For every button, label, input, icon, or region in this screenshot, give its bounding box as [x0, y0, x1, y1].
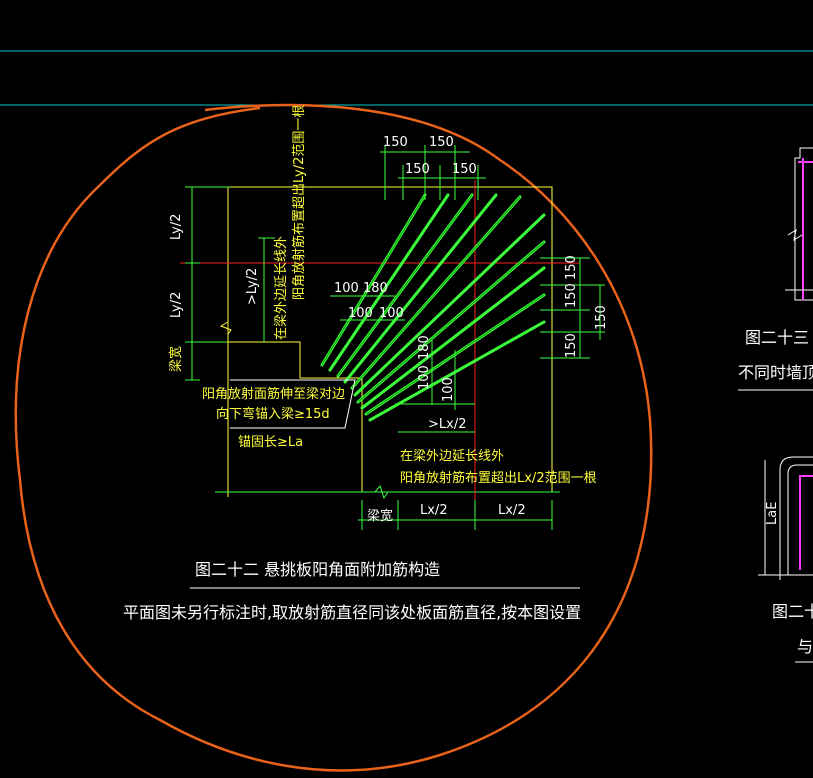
- dim-top-3: 150: [405, 162, 430, 177]
- note-vertical-1: 在梁外边延长线外: [274, 236, 289, 340]
- dim-inner-1: 100: [334, 281, 359, 296]
- dim-left-beam-width: 梁宽: [168, 346, 184, 372]
- label-gt-lx2: >Lx/2: [428, 417, 466, 432]
- dim-inner-v-3: 100: [441, 377, 456, 402]
- dim-bottom-beam-width: 梁宽: [367, 508, 393, 524]
- dim-right-4: 150: [564, 333, 579, 358]
- dim-inner-3: 100: [348, 306, 373, 321]
- dim-right-2: 150: [564, 283, 579, 308]
- figure-24-caption-2: 与: [797, 637, 813, 656]
- figure-22: 150 150 150 150 Ly/2 Ly/2 梁宽 >Ly/2 在梁外边延…: [123, 105, 609, 622]
- dim-top-1: 150: [383, 135, 408, 150]
- note-bottom-1: 在梁外边延长线外: [400, 449, 504, 464]
- anchorage-bracket: [230, 379, 356, 429]
- note-left-2: 向下弯锚入梁≥15d: [216, 406, 330, 422]
- markup-circle: [14, 103, 653, 772]
- dim-top-4: 150: [452, 162, 477, 177]
- dim-top-2: 150: [429, 135, 454, 150]
- dim-bottom-lx2-left: Lx/2: [420, 503, 448, 518]
- figure-23-partial: 图二十三 域 不同时墙顶钅: [738, 147, 813, 391]
- dim-right-1: 150: [564, 255, 579, 280]
- figure-23-caption-2: 不同时墙顶钅: [738, 363, 813, 382]
- dim-left-ly2-upper: Ly/2: [169, 214, 184, 240]
- dim-inner-v-2: 100: [417, 365, 432, 390]
- dim-inner-2: 180: [363, 281, 388, 296]
- note-left-1: 阳角放射面筋伸至梁对边: [202, 386, 345, 402]
- note-bottom-2: 阳角放射筋布置超出Lx/2范围一根: [400, 470, 597, 486]
- figure-24-caption-1: 图二十: [772, 602, 813, 621]
- figure-23-caption-1: 图二十三 域: [745, 328, 813, 347]
- dimension-lines: [185, 145, 605, 530]
- dim-bottom-lx2-right: Lx/2: [498, 503, 526, 518]
- note-left-3: 锚固长≥La: [238, 435, 303, 450]
- note-vertical-2: 阳角放射筋布置超出Ly/2范围一根: [291, 105, 307, 300]
- dim-inner-v-1: 180: [417, 335, 432, 360]
- dim-right-3: 150: [594, 305, 609, 330]
- dim-inner-4: 100: [379, 306, 404, 321]
- break-symbol-left: [219, 321, 232, 335]
- figure-22-subtitle: 平面图未另行标注时,取放射筋直径同该处板面筋直径,按本图设置: [123, 603, 581, 622]
- figure-22-title: 图二十二 悬挑板阳角面附加筋构造: [195, 560, 440, 579]
- rebar-cores: [321, 194, 545, 415]
- label-gt-ly2: >Ly/2: [245, 268, 260, 305]
- figure-24-dim-lae: LaE: [765, 502, 780, 525]
- dim-left-ly2-lower: Ly/2: [169, 292, 184, 318]
- break-symbol-bottom: [374, 484, 389, 500]
- figure-24-partial: LaE 图二十 与: [758, 456, 813, 663]
